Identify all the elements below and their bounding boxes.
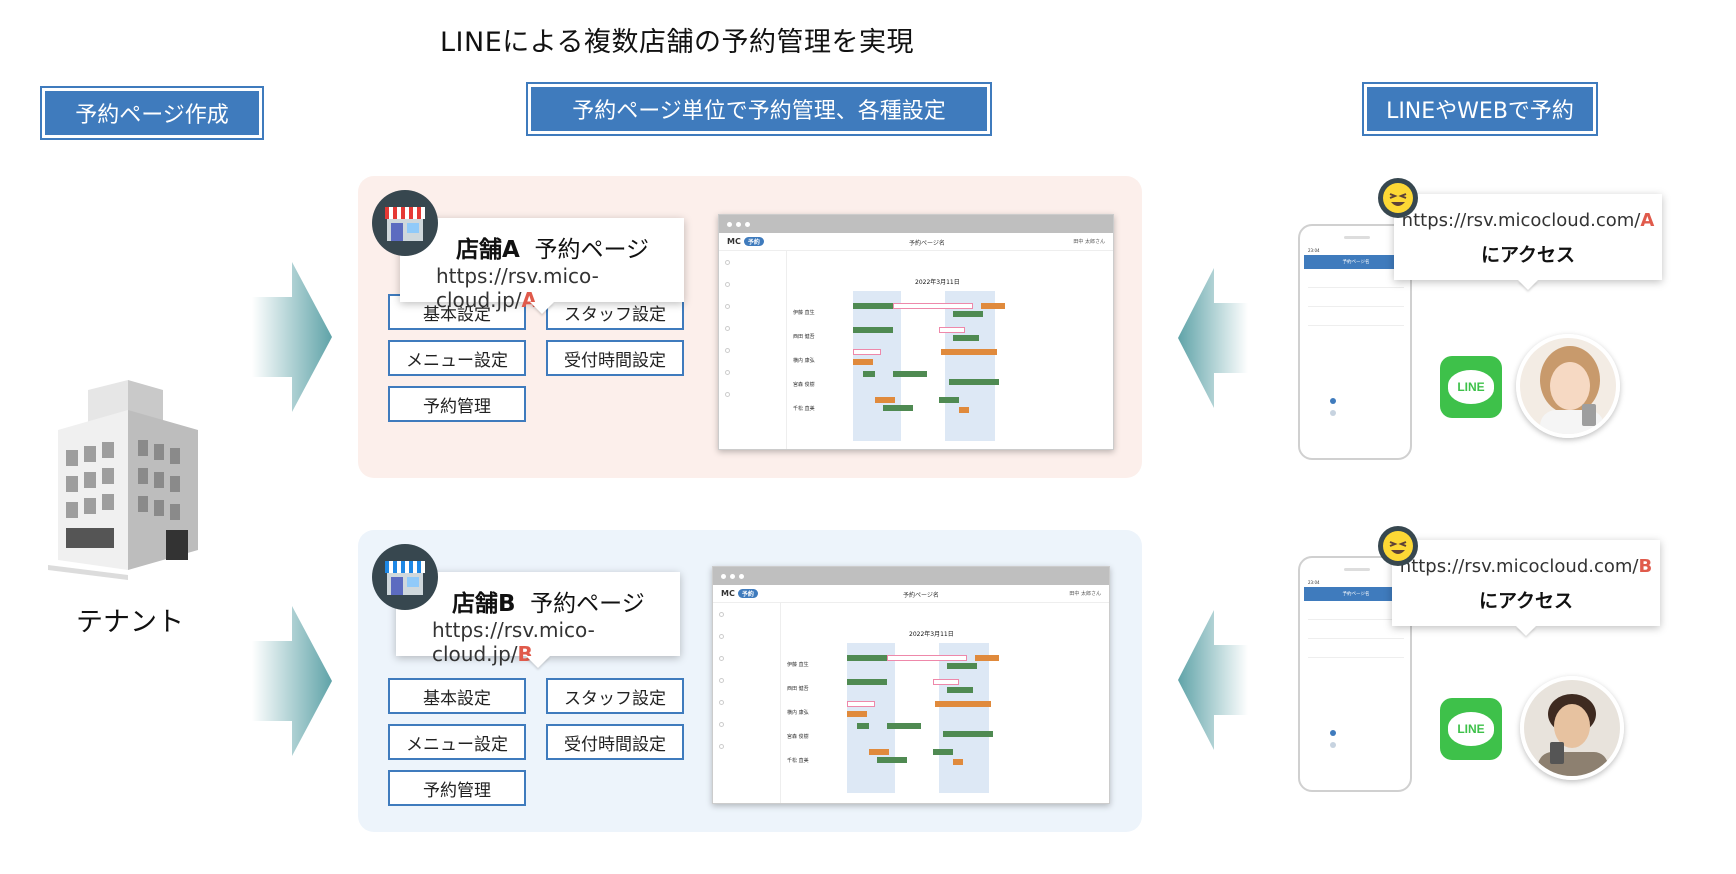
- menu-settings-button[interactable]: メニュー設定: [388, 724, 526, 760]
- browser-user[interactable]: 田中 太郎さん: [1073, 239, 1105, 245]
- browser-sidebar: [719, 251, 787, 449]
- store-panel-b: 店舗B 予約ページ https://rsv.mico-cloud.jp/B 基本…: [358, 530, 1142, 832]
- phone-header: 予約ページ名: [1304, 587, 1408, 601]
- phone-time: 23:04: [1308, 248, 1320, 253]
- section-label-create: 予約ページ作成: [40, 86, 264, 140]
- store-url-suffix: B: [517, 642, 533, 666]
- staff-name: 伊藤 直生: [787, 662, 809, 668]
- arrow-left-icon: [1178, 610, 1248, 750]
- staff-settings-button[interactable]: スタッフ設定: [546, 678, 684, 714]
- store-name: 店舗B: [452, 591, 516, 617]
- browser-user[interactable]: 田中 太郎さん: [1069, 591, 1101, 597]
- store-bubble: 店舗B 予約ページ https://rsv.mico-cloud.jp/B: [396, 572, 680, 666]
- staff-name: 西田 健吾: [787, 686, 809, 692]
- line-logo-icon: LINE: [1440, 356, 1502, 418]
- access-url-suffix: B: [1638, 556, 1653, 577]
- store-name: 店舗A: [456, 237, 520, 263]
- access-bubble-b: https://rsv.micocloud.com/B にアクセス: [1392, 540, 1660, 626]
- browser-sidebar: [713, 603, 781, 803]
- store-icon: [372, 544, 438, 610]
- schedule-area: 2022年3月11日: [781, 603, 1109, 803]
- section-label-reserve: LINEやWEBで予約: [1362, 82, 1598, 136]
- arrow-right-icon: [252, 606, 332, 756]
- staff-name: 横内 康弘: [793, 358, 815, 364]
- store-panel-a: 店舗A 予約ページ https://rsv.mico-cloud.jp/A 基本…: [358, 176, 1142, 478]
- laughing-face-icon: [1378, 178, 1418, 218]
- store-url[interactable]: https://rsv.mico-cloud.jp/: [432, 618, 595, 666]
- page-title: LINEによる複数店舗の予約管理を実現: [440, 27, 914, 58]
- schedule-area: 2022年3月11日: [787, 251, 1113, 449]
- menu-settings-button[interactable]: メニュー設定: [388, 340, 526, 376]
- building-icon: [48, 380, 198, 580]
- store-url-suffix: A: [521, 288, 537, 312]
- browser-page-title: 予約ページ名: [903, 592, 939, 599]
- access-bubble-a: https://rsv.micocloud.com/A にアクセス: [1394, 194, 1662, 280]
- laughing-face-icon: [1378, 526, 1418, 566]
- staff-name: 宮森 俊樹: [793, 382, 815, 388]
- staff-name: 横内 康弘: [787, 710, 809, 716]
- access-url-suffix: A: [1640, 210, 1655, 231]
- reception-hours-button[interactable]: 受付時間設定: [546, 340, 684, 376]
- access-text: にアクセス: [1480, 244, 1576, 266]
- staff-name: 伊藤 直生: [793, 310, 815, 316]
- access-url[interactable]: https://rsv.micocloud.com/: [1401, 210, 1641, 231]
- schedule-date: 2022年3月11日: [909, 631, 954, 638]
- access-text: にアクセス: [1478, 590, 1574, 612]
- line-logo-icon: LINE: [1440, 698, 1502, 760]
- phone-header: 予約ページ名: [1304, 255, 1408, 269]
- reception-hours-button[interactable]: 受付時間設定: [546, 724, 684, 760]
- staff-name: 千松 直美: [787, 758, 809, 764]
- phone-time: 23:04: [1308, 580, 1320, 585]
- access-url[interactable]: https://rsv.micocloud.com/: [1399, 556, 1639, 577]
- staff-name: 宮森 俊樹: [787, 734, 809, 740]
- tenant-label: テナント: [76, 607, 184, 638]
- basic-settings-button[interactable]: 基本設定: [388, 678, 526, 714]
- arrow-left-icon: [1178, 268, 1248, 408]
- user-avatar-man: [1520, 676, 1624, 780]
- staff-name: 西田 健吾: [793, 334, 815, 340]
- store-url[interactable]: https://rsv.mico-cloud.jp/: [436, 264, 599, 312]
- staff-name: 千松 直美: [793, 406, 815, 412]
- arrow-right-icon: [252, 262, 332, 412]
- schedule-date: 2022年3月11日: [915, 279, 960, 286]
- browser-page-title: 予約ページ名: [909, 240, 945, 247]
- user-avatar-woman: [1516, 334, 1620, 438]
- smartphone-mockup: 23:04 予約ページ名: [1298, 224, 1412, 460]
- section-label-manage: 予約ページ単位で予約管理、各種設定: [526, 82, 992, 136]
- store-page-label: 予約ページ: [530, 591, 645, 617]
- store-page-label: 予約ページ: [534, 237, 649, 263]
- store-bubble: 店舗A 予約ページ https://rsv.mico-cloud.jp/A: [400, 218, 684, 312]
- reservation-management-button[interactable]: 予約管理: [388, 770, 526, 806]
- reservation-management-button[interactable]: 予約管理: [388, 386, 526, 422]
- store-icon: [372, 190, 438, 256]
